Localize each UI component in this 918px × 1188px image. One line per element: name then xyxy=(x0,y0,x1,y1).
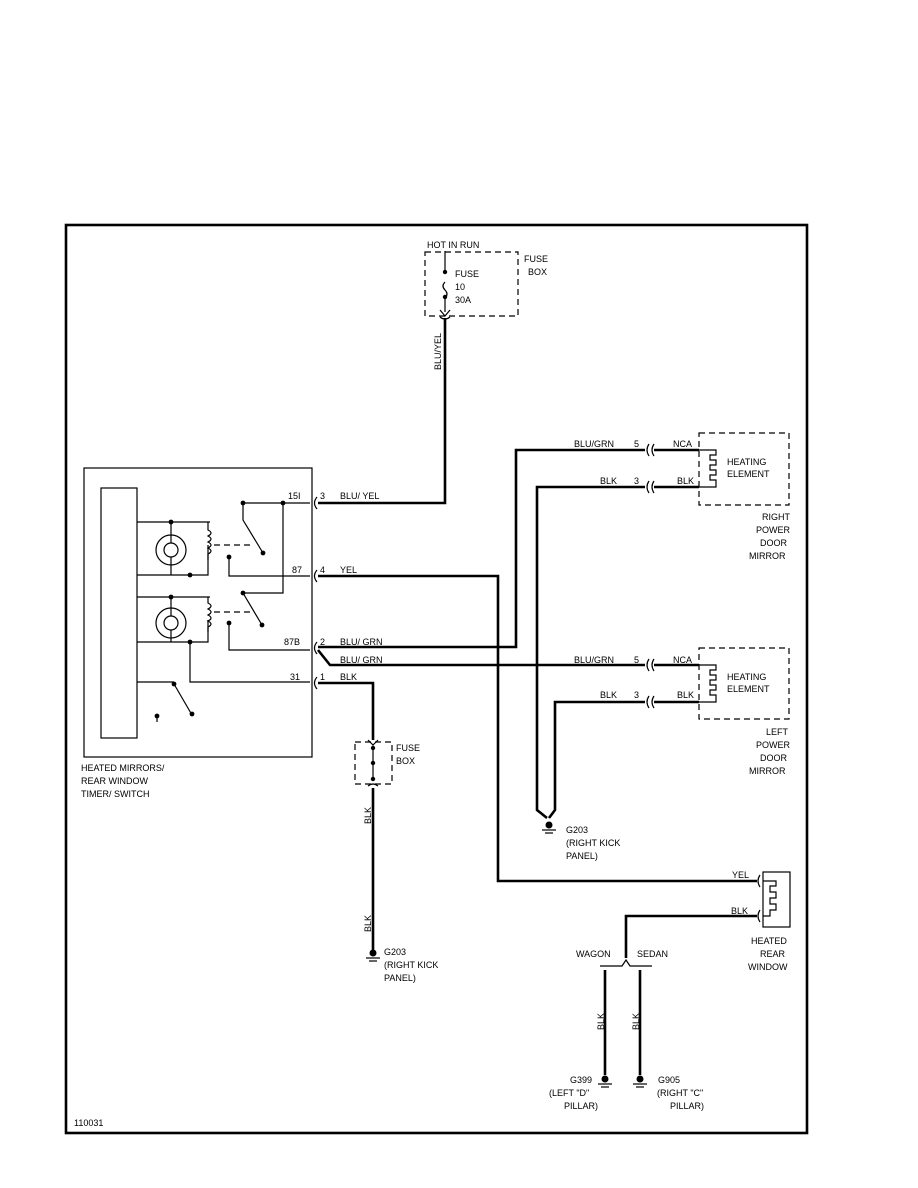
wire-blk-rear-window xyxy=(624,914,757,958)
ground-mid: G203 (RIGHT KICK PANEL) xyxy=(542,821,620,861)
fuse-box-bottom: FUSE BOX xyxy=(354,739,420,787)
right-mirror-name3: DOOR xyxy=(760,538,788,548)
left-mirror-term1: NCA xyxy=(673,655,692,665)
right-mirror: BLU/GRN 5 NCA BLK 3 BLK HEATING ELEMENT … xyxy=(574,432,791,561)
fuse-rating: 30A xyxy=(455,295,471,305)
hot-in-run-label: HOT IN RUN xyxy=(427,240,479,250)
wire-label-pin2a: BLU/ GRN xyxy=(340,637,383,647)
wire-blu-grn-left xyxy=(316,649,645,667)
terminal-31: 31 xyxy=(290,672,300,682)
wire-label-ground-left-lower: BLK xyxy=(363,915,373,932)
switch-module: 15I 87 87B 31 HEATED MIRRORS/ REAR WINDO… xyxy=(81,467,313,799)
fuse-box-top-label-2: BOX xyxy=(528,267,547,277)
pin-4: 4 xyxy=(320,565,325,575)
right-mirror-name2: POWER xyxy=(756,525,791,535)
right-mirror-name4: MIRROR xyxy=(749,551,786,561)
terminal-15i: 15I xyxy=(288,491,301,501)
fuse-box-bottom-label-2: BOX xyxy=(396,756,415,766)
right-mirror-wire1: BLU/GRN xyxy=(574,439,614,449)
rear-window: YEL BLK HEATED REAR WINDOW xyxy=(731,870,791,972)
rear-window-wire2: BLK xyxy=(731,906,748,916)
ground-sedan-line2: (RIGHT "C" xyxy=(657,1088,703,1098)
ground-wagon-line2: (LEFT "D" xyxy=(549,1088,589,1098)
rear-window-wire1: YEL xyxy=(732,870,749,880)
ground-wagon-id: G399 xyxy=(570,1075,592,1085)
wire-label-fuse-out: BLU/YEL xyxy=(433,333,443,370)
left-mirror-pin1: 5 xyxy=(634,655,639,665)
left-mirror-name4: MIRROR xyxy=(749,766,786,776)
left-mirror-element2: ELEMENT xyxy=(727,684,770,694)
ground-wagon-line3: PILLAR) xyxy=(564,1101,598,1111)
wire-blk-module xyxy=(318,681,375,740)
ground-wagon: G399 (LEFT "D" PILLAR) xyxy=(549,1075,612,1111)
pin-2: 2 xyxy=(320,637,325,647)
left-mirror-wire2: BLK xyxy=(600,690,617,700)
fuse-label: FUSE xyxy=(455,269,479,279)
ground-mid-line2: (RIGHT KICK xyxy=(566,838,620,848)
ground-mid-id: G203 xyxy=(566,825,588,835)
left-mirror: BLU/GRN 5 NCA BLK 3 BLK HEATING ELEMENT … xyxy=(574,647,791,776)
module-name-2: REAR WINDOW xyxy=(81,776,149,786)
right-mirror-element1: HEATING xyxy=(727,457,766,467)
right-mirror-element2: ELEMENT xyxy=(727,469,770,479)
terminal-87: 87 xyxy=(292,565,302,575)
ground-left-line3: PANEL) xyxy=(384,973,416,983)
left-mirror-wire1: BLU/GRN xyxy=(574,655,614,665)
wire-label-pin4: YEL xyxy=(340,565,357,575)
right-mirror-term2: BLK xyxy=(677,476,694,486)
pin-3: 3 xyxy=(320,491,325,501)
fuse-box-top-label-1: FUSE xyxy=(524,254,548,264)
right-mirror-pin2: 3 xyxy=(634,476,639,486)
diagram-frame xyxy=(64,223,809,1135)
wire-blu-grn-right xyxy=(318,448,645,649)
left-mirror-name3: DOOR xyxy=(760,753,788,763)
pin-1: 1 xyxy=(320,672,325,682)
rear-window-name2: REAR xyxy=(760,949,786,959)
wire-label-sedan: BLK xyxy=(631,1013,641,1030)
sedan-label: SEDAN xyxy=(637,949,668,959)
figure-id: 110031 xyxy=(74,1118,103,1128)
rear-window-name1: HEATED xyxy=(751,936,787,946)
split-bracket xyxy=(600,958,652,967)
ground-sedan-id: G905 xyxy=(658,1075,680,1085)
right-mirror-wire2: BLK xyxy=(600,476,617,486)
fuse-number: 10 xyxy=(455,282,465,292)
right-mirror-term1: NCA xyxy=(673,439,692,449)
ground-left: G203 (RIGHT KICK PANEL) xyxy=(366,947,438,983)
wire-label-pin1: BLK xyxy=(340,672,357,682)
wire-blk-right-mirror xyxy=(535,485,645,820)
wire-blk-left-mirror xyxy=(547,700,645,819)
terminal-87b: 87B xyxy=(284,637,300,647)
right-mirror-pin1: 5 xyxy=(634,439,639,449)
right-mirror-name1: RIGHT xyxy=(762,512,791,522)
wire-yel xyxy=(318,574,757,883)
left-mirror-pin2: 3 xyxy=(634,690,639,700)
rear-window-name3: WINDOW xyxy=(748,962,788,972)
wire-label-pin3: BLU/ YEL xyxy=(340,491,379,501)
wire-label-ground-left-upper: BLK xyxy=(363,807,373,824)
wagon-label: WAGON xyxy=(576,949,611,959)
ground-sedan-line3: PILLAR) xyxy=(670,1101,704,1111)
wire-label-pin2b: BLU/ GRN xyxy=(340,655,383,665)
ground-sedan: G905 (RIGHT "C" PILLAR) xyxy=(633,1075,704,1111)
left-mirror-term2: BLK xyxy=(677,690,694,700)
ground-mid-line3: PANEL) xyxy=(566,851,598,861)
wire-blu-yel xyxy=(318,318,447,505)
left-mirror-element1: HEATING xyxy=(727,672,766,682)
left-mirror-name1: LEFT xyxy=(766,727,789,737)
ground-left-line2: (RIGHT KICK xyxy=(384,960,438,970)
left-mirror-name2: POWER xyxy=(756,740,791,750)
ground-left-id: G203 xyxy=(384,947,406,957)
module-connectors: 3 4 2 1 xyxy=(313,491,325,690)
fuse-box-top: HOT IN RUN FUSE 10 30A FUSE BOX xyxy=(424,240,548,320)
fuse-box-bottom-label-1: FUSE xyxy=(396,743,420,753)
module-name-3: TIMER/ SWITCH xyxy=(81,789,150,799)
wire-label-wagon: BLK xyxy=(596,1013,606,1030)
module-name-1: HEATED MIRRORS/ xyxy=(81,763,165,773)
